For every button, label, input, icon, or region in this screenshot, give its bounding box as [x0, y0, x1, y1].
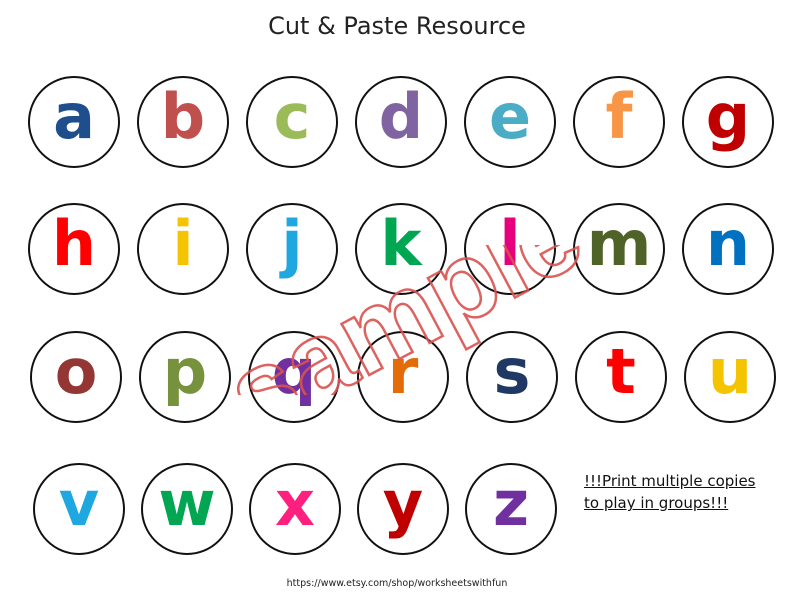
letter-k: k	[380, 207, 422, 280]
letter-u: u	[707, 335, 753, 408]
letter-j: j	[281, 207, 303, 280]
letter-c: c	[273, 80, 311, 153]
letter-circle: e	[464, 76, 556, 168]
letter-e: e	[488, 80, 532, 153]
print-note-line-1: !!!Print multiple copies	[584, 472, 756, 490]
letter-circle: h	[28, 203, 120, 295]
letter-w: w	[158, 467, 216, 540]
letter-i: i	[172, 207, 194, 280]
footer-url: https://www.etsy.com/shop/worksheetswith…	[286, 578, 508, 589]
print-note: !!!Print multiple copies to play in grou…	[584, 470, 774, 514]
letter-circle: d	[355, 76, 447, 168]
letter-circle: a	[28, 76, 120, 168]
letter-circle: x	[249, 463, 341, 555]
print-note-line-2: to play in groups!!!	[584, 494, 729, 512]
letter-circle: t	[575, 331, 667, 423]
letter-x: x	[275, 467, 315, 540]
letter-circle: q	[248, 331, 340, 423]
letter-circle: k	[355, 203, 447, 295]
letter-circle: v	[33, 463, 125, 555]
letter-v: v	[58, 467, 100, 540]
letter-r: r	[387, 335, 419, 408]
letter-a: a	[53, 80, 95, 153]
letter-y: y	[382, 467, 424, 540]
letter-m: m	[586, 207, 652, 280]
letter-l: l	[499, 207, 521, 280]
letter-circle: i	[137, 203, 229, 295]
letter-circle: y	[357, 463, 449, 555]
letter-circle: j	[246, 203, 338, 295]
letter-circle: r	[357, 331, 449, 423]
letter-circle: n	[682, 203, 774, 295]
letter-circle: b	[137, 76, 229, 168]
letter-circle: g	[682, 76, 774, 168]
letter-circle: w	[141, 463, 233, 555]
letter-circle: z	[465, 463, 557, 555]
letter-circle: o	[30, 331, 122, 423]
letter-d: d	[378, 80, 424, 153]
letter-circle: m	[573, 203, 665, 295]
letter-circle: c	[246, 76, 338, 168]
letter-o: o	[54, 335, 98, 408]
letter-circle: f	[573, 76, 665, 168]
letter-s: s	[493, 335, 531, 408]
page-title: Cut & Paste Resource	[268, 12, 526, 40]
letter-b: b	[160, 80, 206, 153]
letter-circle: p	[139, 331, 231, 423]
letter-f: f	[605, 80, 633, 153]
letter-circle: u	[684, 331, 776, 423]
letter-t: t	[606, 335, 636, 408]
letter-q: q	[271, 335, 317, 408]
letter-p: p	[162, 335, 208, 408]
letter-n: n	[705, 207, 751, 280]
letter-circle: l	[464, 203, 556, 295]
letter-g: g	[705, 80, 751, 153]
letter-z: z	[492, 467, 530, 540]
letter-circle: s	[466, 331, 558, 423]
letter-h: h	[51, 207, 97, 280]
